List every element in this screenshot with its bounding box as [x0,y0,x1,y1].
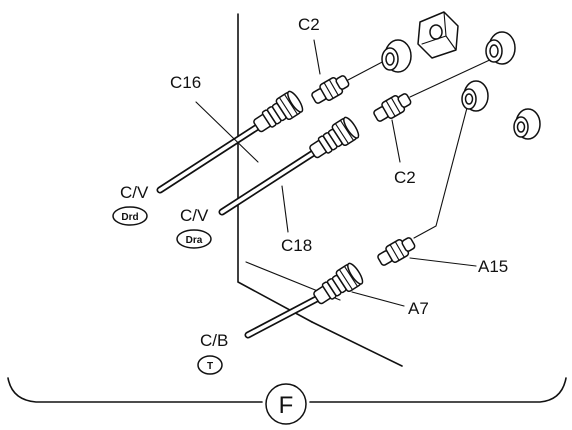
leader-lines [195,39,477,307]
label-cv-dra: C/V [180,206,209,225]
cap-top-left [381,39,412,73]
label-c2-mid: C2 [394,168,416,187]
badge-t: T [197,355,223,375]
union-a15 [377,237,416,266]
cap-middle [461,80,489,112]
hose-a7 [244,290,330,339]
section-label: F [279,392,294,419]
svg-text:Drd: Drd [121,212,138,223]
guide-lines [237,13,403,367]
fitting-a7 [313,262,364,305]
svg-text:Dra: Dra [186,235,203,246]
badge-drd: Drd [112,206,148,226]
label-c2-top: C2 [298,15,320,34]
label-cv-drd: C/V [120,183,149,202]
union-c2-mid [373,93,412,122]
label-a7: A7 [408,299,429,318]
fitting-c16 [253,90,304,133]
label-c18: C18 [281,236,312,255]
label-c16: C16 [170,73,201,92]
connection-lines [347,57,495,239]
cap-right [513,108,541,140]
union-c2-top [311,75,350,104]
cap-top-right [485,31,516,65]
label-a15: A15 [478,257,508,276]
hose-c16 [156,120,266,194]
fitting-c18 [309,116,360,159]
section-brace: F [7,377,567,425]
label-cb: C/B [200,331,228,350]
hose-c18 [218,146,322,216]
svg-text:T: T [207,361,213,372]
mounting-bracket [417,11,459,59]
badge-dra: Dra [176,229,212,249]
